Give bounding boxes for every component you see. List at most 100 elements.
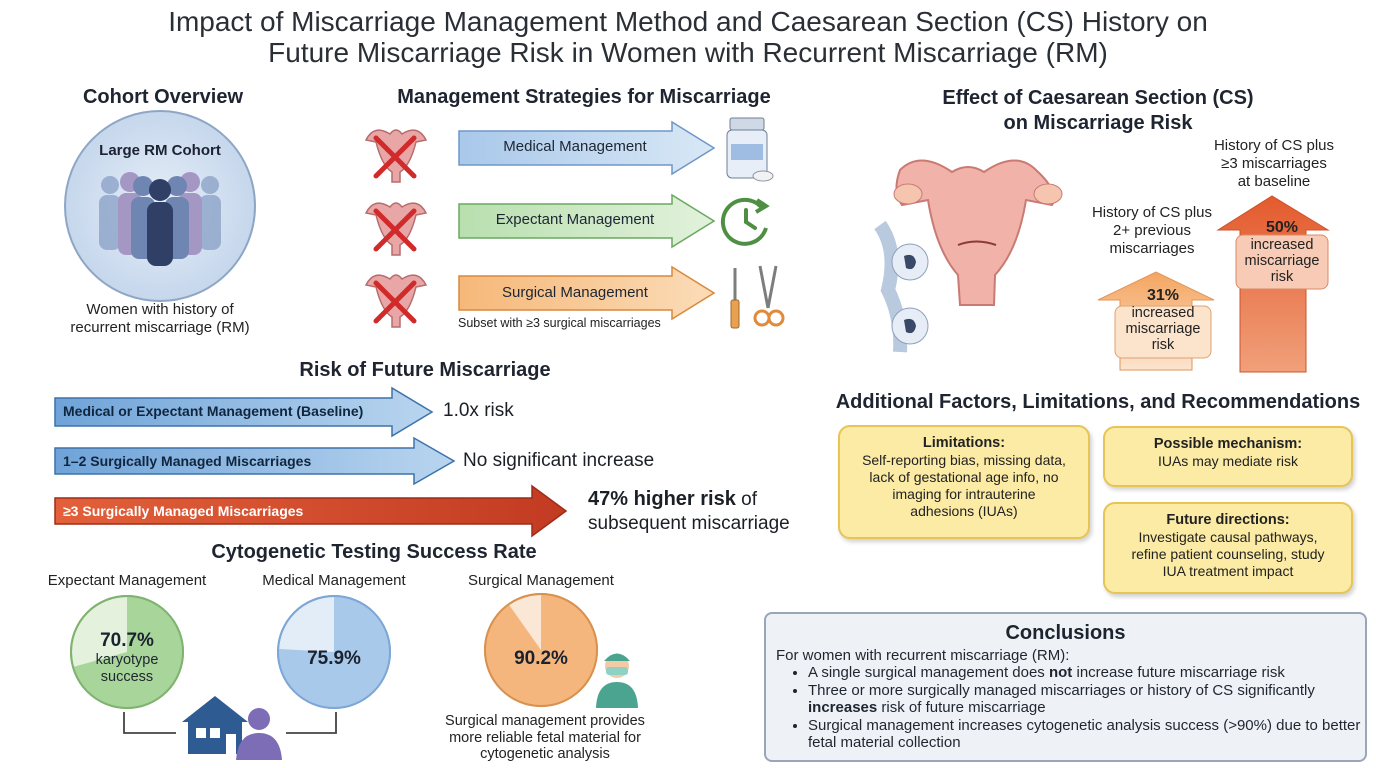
risk-arrow-1-2-surgical <box>54 436 456 486</box>
surgical-tools-icon <box>730 265 785 329</box>
future-title: Future directions: <box>1166 512 1290 528</box>
future-line-2: refine patient counseling, study <box>1131 546 1325 562</box>
pie-medical <box>277 595 391 709</box>
conclusion-item-1: A single surgical management does not in… <box>808 664 1365 681</box>
cohort-heading: Cohort Overview <box>82 86 244 108</box>
risk-label-1-2-surgical: 1–2 Surgically Managed Miscarriages <box>63 453 312 469</box>
cytogenetic-note-line-1: Surgical management provides <box>445 713 645 729</box>
pie-label-surgical: Surgical Management <box>468 572 614 589</box>
pie-value-expectant-group: 70.7% karyotype success <box>77 630 177 686</box>
title-line-1: Impact of Miscarriage Management Method … <box>168 6 1208 37</box>
risk-label-baseline: Medical or Expectant Management (Baselin… <box>63 403 364 419</box>
cs-small-pct: 31% <box>1146 287 1180 304</box>
cs-large-line-1: History of CS plus <box>1213 137 1335 154</box>
conclusions-intro: For women with recurrent miscarriage (RM… <box>776 647 1070 664</box>
pie-sub-2: success <box>100 669 154 685</box>
clock-icon <box>720 197 770 246</box>
future-directions-box: Future directions: Investigate causal pa… <box>1103 502 1353 594</box>
conclusion-2-c: risk of future miscarriage <box>877 699 1046 716</box>
risk-heading: Risk of Future Miscarriage <box>299 359 551 381</box>
cohort-caption-line-2: recurrent miscarriage (RM) <box>70 319 250 336</box>
title-line-2: Future Miscarriage Risk in Women with Re… <box>268 37 1108 68</box>
cs-large-line-2: ≥3 miscarriages <box>1221 155 1327 172</box>
cs-large-t1: increased <box>1250 237 1314 253</box>
cs-small-t1: increased <box>1131 305 1195 321</box>
cs-large-line-3: at baseline <box>1237 173 1311 190</box>
cs-small-line-1: History of CS plus <box>1091 204 1213 221</box>
cytogenetic-note-line-3: cytogenetic analysis <box>480 746 610 762</box>
surgical-management-arrow <box>458 265 716 321</box>
person-icon <box>236 708 282 760</box>
cytogenetic-heading: Cytogenetic Testing Success Rate <box>211 541 537 563</box>
cohort-caption: Women with history of recurrent miscarri… <box>40 301 280 337</box>
risk-arrow-3-surgical <box>54 484 568 538</box>
medical-management-arrow <box>458 120 716 176</box>
limitations-box: Limitations: Self-reporting bias, missin… <box>838 425 1090 539</box>
pie-value-medical: 75.9% <box>307 648 361 669</box>
risk-result-3-rest: of <box>735 489 757 510</box>
surgeon-icon <box>596 653 638 708</box>
page-title: Impact of Miscarriage Management Method … <box>0 6 1376 68</box>
limitations-title: Limitations: <box>922 435 1006 451</box>
cs-large-t3: risk <box>1270 269 1294 285</box>
risk-result-3-bold: 47% higher risk <box>588 488 736 510</box>
pie-surgical <box>484 593 598 707</box>
cs-small-line-3: miscarriages <box>1109 240 1195 257</box>
cs-small-box: 31% increased miscarriage risk <box>1115 287 1211 353</box>
pie-value-surgical: 90.2% <box>514 648 568 669</box>
cs-large-caption: History of CS plus ≥3 miscarriages at ba… <box>1204 137 1344 191</box>
cs-small-line-2: 2+ previous <box>1113 222 1191 239</box>
additional-heading: Additional Factors, Limitations, and Rec… <box>835 391 1361 413</box>
risk-result-3-line2: subsequent miscarriage <box>588 513 790 534</box>
cohort-circle-label: Large RM Cohort <box>99 142 221 159</box>
conclusion-item-2: Three or more surgically managed miscarr… <box>808 682 1365 716</box>
cs-small-t2: miscarriage <box>1125 321 1201 337</box>
pie-label-expectant: Expectant Management <box>47 572 207 589</box>
uterus-cs-illustration <box>874 159 1063 353</box>
future-line-3: IUA treatment impact <box>1162 563 1294 579</box>
risk-result-baseline: 1.0x risk <box>443 400 514 421</box>
pie-label-medical: Medical Management <box>262 572 406 589</box>
cytogenetic-note: Surgical management provides more reliab… <box>412 713 678 763</box>
conclusion-1-b: not <box>1048 664 1073 681</box>
cohort-circle <box>64 110 256 302</box>
cs-small-t3: risk <box>1151 337 1175 353</box>
uterus-icons <box>364 129 428 328</box>
connector-line <box>123 712 337 734</box>
cs-small-textbox <box>1114 305 1212 359</box>
conclusion-2-b: increases <box>808 699 878 716</box>
mechanism-title: Possible mechanism: <box>1153 436 1303 452</box>
conclusion-2-a: Three or more surgically managed miscarr… <box>808 682 1315 699</box>
cs-heading: Effect of Caesarean Section (CS) on Misc… <box>928 86 1268 136</box>
limitations-line-2: lack of gestational age info, no <box>869 469 1059 485</box>
cs-large-box: 50% increased miscarriage risk <box>1236 219 1328 285</box>
cs-large-textbox <box>1235 234 1329 290</box>
risk-result-3-surgical: 47% higher risk of subsequent miscarriag… <box>588 487 790 536</box>
cs-heading-line-1: Effect of Caesarean Section (CS) <box>942 87 1254 109</box>
risk-label-3-surgical: ≥3 Surgically Managed Miscarriages <box>63 503 304 519</box>
mechanism-box: Possible mechanism: IUAs may mediate ris… <box>1103 426 1353 487</box>
mechanism-line-1: IUAs may mediate risk <box>1157 453 1299 469</box>
conclusion-item-3: Surgical management increases cytogeneti… <box>808 717 1365 751</box>
conclusions-list: A single surgical management does not in… <box>808 664 1365 751</box>
conclusion-1-a: A single surgical management does <box>808 664 1049 681</box>
pie-sub-1: karyotype <box>95 652 159 668</box>
cs-heading-line-2: on Miscarriage Risk <box>1003 112 1193 134</box>
limitations-line-4: adhesions (IUAs) <box>910 503 1018 519</box>
subset-note: Subset with ≥3 surgical miscarriages <box>458 316 661 330</box>
cs-large-pct: 50% <box>1265 219 1299 236</box>
surgical-management-label: Surgical Management <box>502 284 648 301</box>
risk-arrow-baseline <box>54 386 434 438</box>
pill-bottle-icon <box>726 117 774 182</box>
future-line-1: Investigate causal pathways, <box>1138 529 1318 545</box>
expectant-management-label: Expectant Management <box>495 211 655 228</box>
expectant-management-arrow <box>458 193 716 249</box>
conclusion-1-c: increase future miscarriage risk <box>1072 664 1285 681</box>
cytogenetic-note-line-2: more reliable fetal material for <box>449 729 641 746</box>
house-icon <box>182 696 248 754</box>
pie-wedge-1 <box>278 596 391 709</box>
pie-expectant <box>70 595 184 709</box>
pie-value-expectant: 70.7% <box>100 630 154 651</box>
cs-large-t2: miscarriage <box>1244 253 1320 269</box>
medical-management-label: Medical Management <box>503 138 647 155</box>
